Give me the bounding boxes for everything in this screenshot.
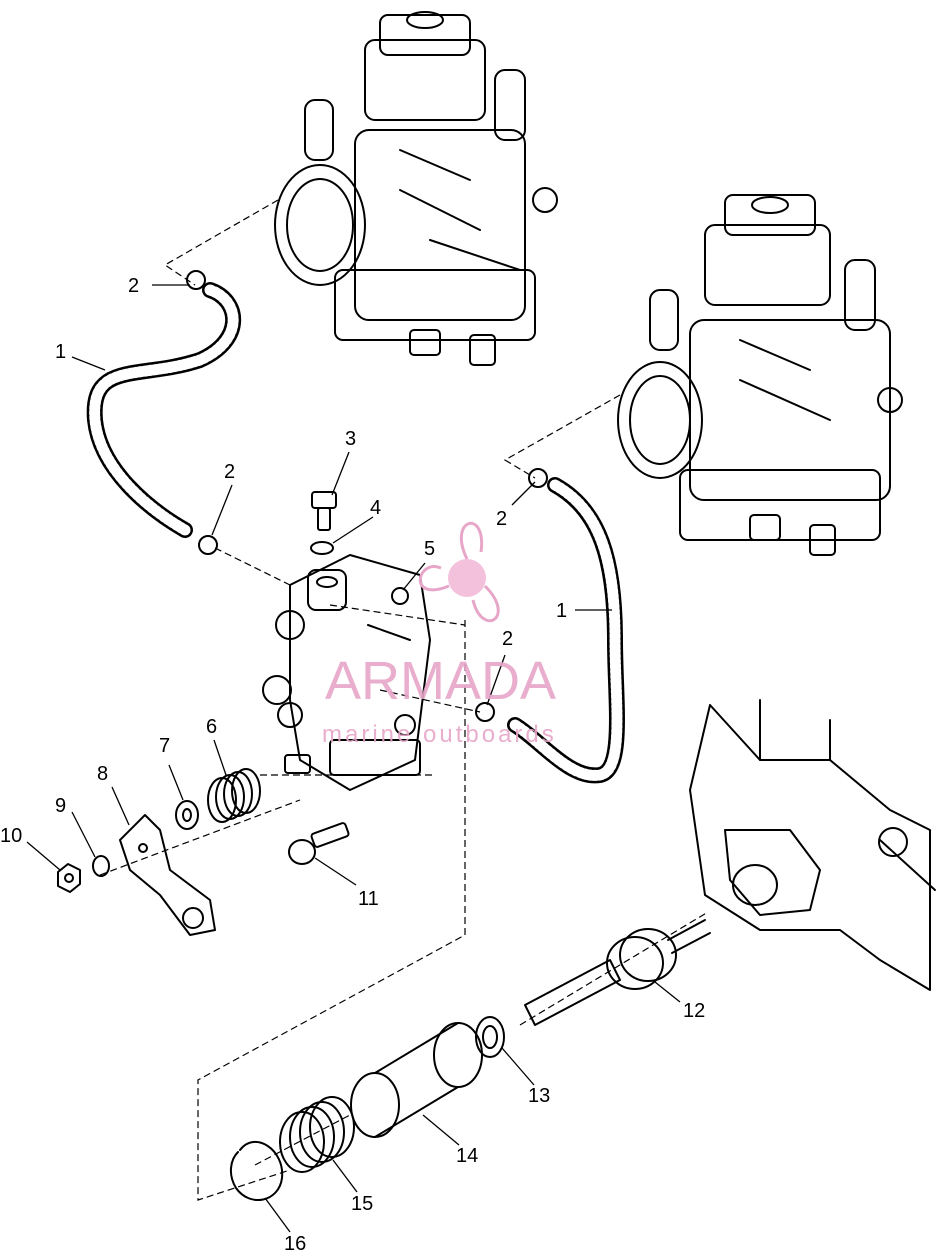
carburetor-lower-right	[617, 194, 903, 556]
carburetor-upper	[274, 11, 558, 366]
callout-8-lever: 8	[97, 763, 108, 785]
callout-2-left-clamp: 2	[224, 461, 235, 483]
banjo-bolt	[311, 491, 337, 531]
fuel-hose-right	[507, 477, 625, 784]
callout-1-right-hose: 1	[556, 600, 567, 622]
callout-3-bolt: 3	[345, 428, 356, 450]
oil-pump-body	[262, 554, 431, 791]
callout-6-spring: 6	[206, 716, 217, 738]
control-lever	[119, 814, 216, 936]
return-spring	[207, 768, 261, 823]
drive-gear-shaft	[524, 919, 711, 1026]
lock-washer	[92, 855, 110, 877]
watermark-brand: ARMADA	[325, 651, 556, 711]
fitting-5	[391, 587, 409, 605]
dashed-guide-lines	[99, 199, 709, 1201]
engine-block	[689, 699, 936, 991]
thrust-washer	[475, 1016, 505, 1058]
hose-clamps	[186, 270, 548, 722]
plain-washer	[175, 800, 199, 830]
circlip	[230, 1140, 284, 1201]
callout-5-fitting: 5	[424, 538, 435, 560]
sleeve	[350, 1022, 483, 1138]
callout-2-right-clamp: 2	[496, 508, 507, 530]
hex-nut	[57, 863, 81, 893]
callout-13-washer: 13	[528, 1085, 550, 1107]
callout-2-upper-clamp: 2	[128, 275, 139, 297]
callout-7-washer: 7	[159, 735, 170, 757]
callout-9-washer: 9	[55, 795, 66, 817]
callout-12-gear: 12	[683, 1000, 705, 1022]
callout-11-screw: 11	[358, 888, 379, 910]
watermark: ARMADA marine outboards	[322, 521, 557, 748]
mounting-screw	[288, 822, 350, 865]
leader-lines	[26, 284, 681, 1233]
callout-4-washer: 4	[370, 497, 381, 519]
callout-14-sleeve: 14	[456, 1145, 478, 1167]
callout-10-nut: 10	[0, 825, 22, 847]
callout-16-circlip: 16	[284, 1233, 306, 1251]
callout-15-spring: 15	[351, 1193, 373, 1215]
callout-1-left-hose: 1	[55, 341, 66, 363]
callout-labels: 2 1 2 3 4 5 2 1 2 6 7 8 9 10 11 12 13 14…	[0, 275, 705, 1251]
propeller-logo	[418, 521, 500, 623]
sealing-washer	[310, 541, 334, 555]
coil-spring	[279, 1096, 355, 1173]
watermark-tagline: marine outboards	[322, 721, 557, 748]
callout-2-lower-clamp: 2	[502, 628, 513, 650]
fuel-hose-left	[86, 282, 242, 538]
